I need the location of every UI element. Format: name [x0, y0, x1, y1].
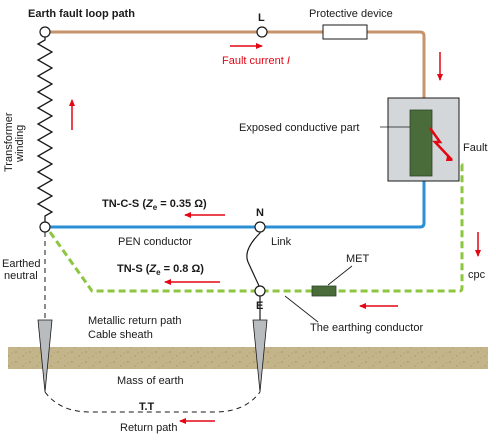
phase-conductor	[45, 30, 426, 108]
return-path-label: Return path	[120, 422, 177, 434]
protective-device	[322, 24, 368, 40]
cpc-conductor	[48, 163, 464, 293]
metallic-return-path-label: Metallic return path	[88, 315, 182, 327]
earth-electrode-left	[37, 319, 53, 393]
link-label: Link	[271, 236, 292, 248]
tns-label: TN-S (Ze = 0.8 Ω)	[117, 263, 204, 277]
cable-sheath-label: Cable sheath	[88, 329, 153, 341]
transformer-winding	[36, 32, 54, 227]
fault-label: Fault	[463, 142, 487, 154]
tt-label: T.T	[139, 401, 155, 413]
transformer-winding-label: Transformer winding	[3, 109, 26, 172]
earthed-neutral-label: Earthed neutral	[2, 258, 44, 282]
node-l	[256, 26, 268, 38]
earthing-conductor-pointer	[284, 295, 319, 323]
mass-of-earth-texture	[8, 347, 488, 369]
pen-conductor-label: PEN conductor	[118, 236, 192, 248]
n-label: N	[256, 207, 264, 219]
pen-conductor	[45, 170, 426, 229]
fault-lightning-icon	[428, 127, 453, 161]
fault-current-label: Fault current I	[222, 55, 290, 67]
exposed-conductive-part-label: Exposed conductive part	[239, 122, 359, 134]
met-terminal	[311, 285, 337, 297]
node-earthed-neutral	[39, 221, 51, 233]
earthing-conductor-label: The earthing conductor	[310, 322, 423, 334]
mass-of-earth-label: Mass of earth	[117, 375, 184, 387]
protective-device-label: Protective device	[309, 8, 393, 20]
met-pointer	[327, 265, 353, 286]
node-n	[254, 221, 266, 233]
earth-fault-loop-path-label: Earth fault loop path	[28, 8, 135, 20]
cpc-label: cpc	[468, 269, 486, 281]
node-e	[254, 285, 266, 297]
e-label: E	[256, 300, 263, 312]
device-core	[409, 109, 433, 177]
tncs-label: TN-C-S (Ze = 0.35 Ω)	[102, 198, 207, 212]
return-path-curve	[44, 391, 261, 413]
link-conductor	[246, 229, 261, 289]
met-label: MET	[346, 253, 370, 265]
l-label: L	[258, 12, 265, 24]
node-top-left	[39, 26, 51, 38]
earth-electrode-right	[252, 319, 268, 393]
